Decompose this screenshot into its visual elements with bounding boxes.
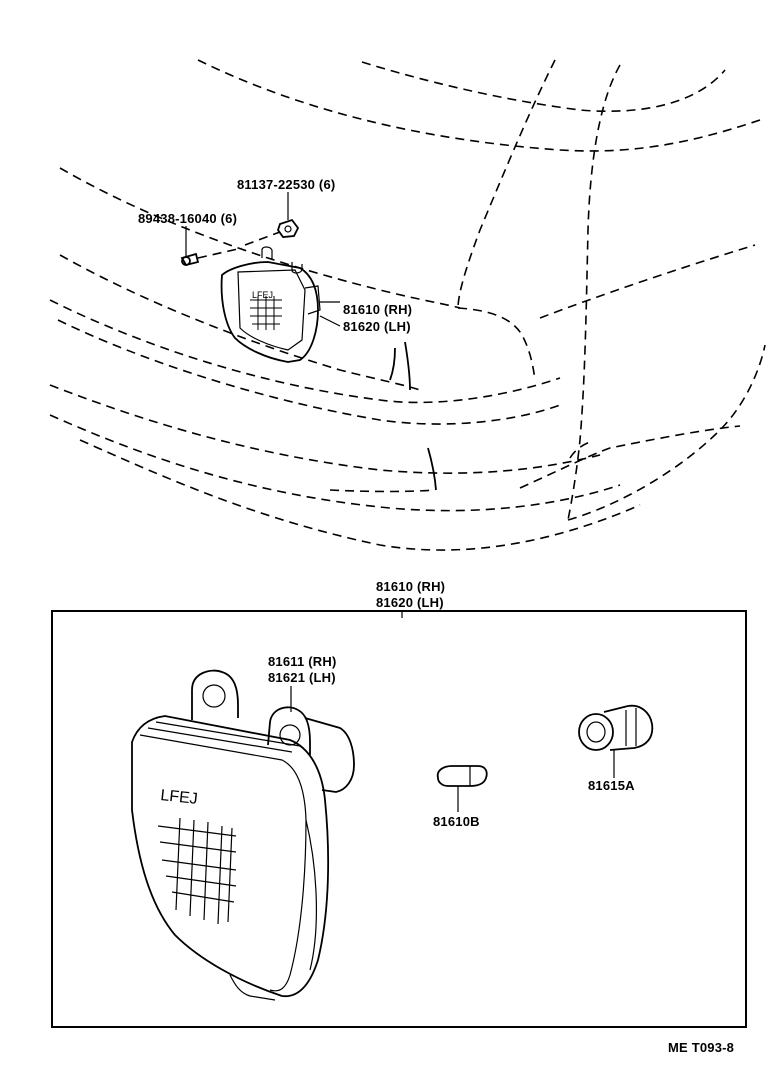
assembly-frame xyxy=(51,610,747,1028)
label-nut: 81137-22530 (6) xyxy=(237,177,335,192)
label-lens-rh: 81611 (RH) xyxy=(268,654,336,669)
nut-icon xyxy=(244,218,300,246)
footer-code: ME T093-8 xyxy=(668,1040,734,1055)
installed-side-marker-lamp: LFEJ xyxy=(220,246,321,363)
vehicle-body-outline xyxy=(49,59,766,551)
lamp-lens-large: LFEJ xyxy=(131,669,355,1001)
label-screw: 89438-16040 (6) xyxy=(138,211,237,226)
label-assy-rh: 81610 (RH) xyxy=(376,579,445,594)
label-socket: 81615A xyxy=(588,778,635,793)
bulb-icon xyxy=(436,765,488,812)
svg-text:LFEJ: LFEJ xyxy=(160,787,199,808)
svg-text:LFEJ: LFEJ xyxy=(252,290,273,300)
lamp-top-leader xyxy=(319,301,341,327)
socket-icon xyxy=(578,704,654,778)
label-lamp-top-lh: 81620 (LH) xyxy=(343,319,411,334)
screw-icon xyxy=(180,247,243,267)
label-bulb: 81610B xyxy=(433,814,480,829)
label-lens-lh: 81621 (LH) xyxy=(268,670,336,685)
label-lamp-top-rh: 81610 (RH) xyxy=(343,302,412,317)
label-assy-lh: 81620 (LH) xyxy=(376,595,444,610)
